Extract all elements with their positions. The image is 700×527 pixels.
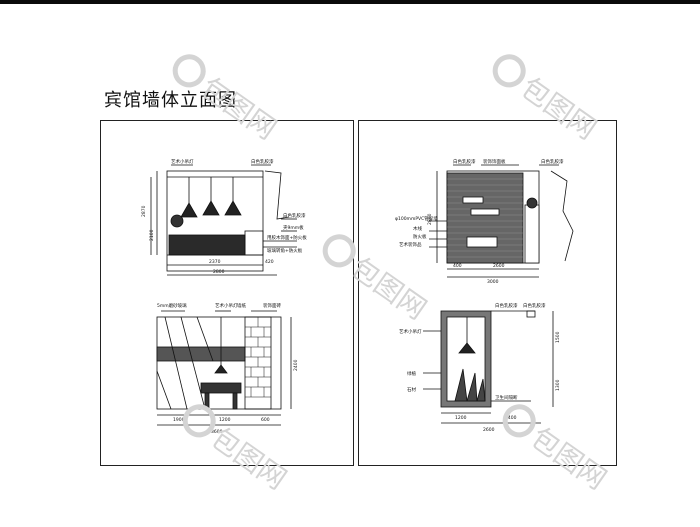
note-label: 白色乳胶漆 (283, 212, 306, 219)
note-label: 墙纸 (237, 302, 246, 309)
right-drawing-sheet: 白色乳胶漆 装饰饰面板 白色乳胶漆 φ100mmPVC管穿墙 木线 防火板 艺术… (358, 120, 617, 466)
note-label: 艺术装饰品 (399, 241, 422, 248)
dimension-label: 1500 (555, 331, 561, 343)
dimension-label: 1300 (555, 379, 561, 391)
note-label: 白色乳胶漆 (541, 158, 564, 165)
dimension-label: 600 (261, 417, 270, 423)
dimension-label: 3000 (487, 279, 499, 285)
dimension-label: 2600 (483, 427, 495, 433)
note-label: 白色乳胶漆 (251, 158, 274, 165)
page-title: 宾馆墙体立面图 (104, 90, 237, 111)
dimension-label: 400 (453, 263, 462, 269)
dimension-label: 2600 (493, 263, 505, 269)
note-label: 白色乳胶漆 (523, 302, 546, 309)
note-label: 夹9mm板 (283, 224, 304, 231)
dimension-label: 2800 (213, 269, 225, 275)
note-label: 艺术小吊灯 (171, 158, 194, 165)
note-label: 玻璃转角+防火板 (267, 247, 303, 254)
note-label: 5mm磨砂玻璃 (157, 302, 187, 309)
left-drawing-sheet: 艺术小吊灯 白色乳胶漆 白色乳胶漆 夹9mm板 用胶木饰面+防火板 玻璃转角+防… (100, 120, 354, 466)
dimension-label: 420 (265, 259, 274, 265)
note-label: 艺术小吊灯 (399, 328, 422, 335)
note-label: 卫生间隔断 (495, 394, 518, 401)
wall-elevation-bottom-left (156, 310, 292, 426)
note-label: 石材 (407, 386, 416, 393)
wall-elevation-top-right (429, 164, 574, 278)
note-label: 艺术小吊灯 (215, 302, 238, 309)
note-label: 绿植 (407, 370, 416, 377)
note-label: 装饰面砖 (263, 302, 281, 309)
note-label: 装饰饰面板 (483, 158, 506, 165)
dimension-label: 1400 (505, 415, 517, 421)
dimension-label: 1200 (455, 415, 467, 421)
dimension-label: 1900 (173, 417, 185, 423)
dimension-label: 2370 (209, 259, 221, 265)
note-label: 用胶木饰面+防火板 (267, 234, 307, 241)
note-label: 防火板 (413, 233, 427, 240)
dimension-label: 2870 (141, 205, 147, 217)
dimension-label: 2400 (293, 359, 299, 371)
dimension-label: 2100 (149, 229, 155, 241)
wall-elevation-top-left (150, 164, 297, 276)
dimension-label: 3600 (211, 429, 223, 435)
dimension-label: 2800 (427, 213, 433, 225)
left-sheet-drawing: 艺术小吊灯 白色乳胶漆 白色乳胶漆 夹9mm板 用胶木饰面+防火板 玻璃转角+防… (141, 158, 307, 435)
note-label: 白色乳胶漆 (495, 302, 518, 309)
top-border-rule (0, 0, 700, 4)
note-label: 白色乳胶漆 (453, 158, 476, 165)
wall-elevation-bottom-right (423, 310, 554, 424)
note-label: φ100mmPVC管穿墙 (395, 215, 438, 222)
right-sheet-drawing: 白色乳胶漆 装饰饰面板 白色乳胶漆 φ100mmPVC管穿墙 木线 防火板 艺术… (395, 158, 574, 433)
dimension-label: 1200 (219, 417, 231, 423)
note-label: 木线 (413, 225, 422, 232)
